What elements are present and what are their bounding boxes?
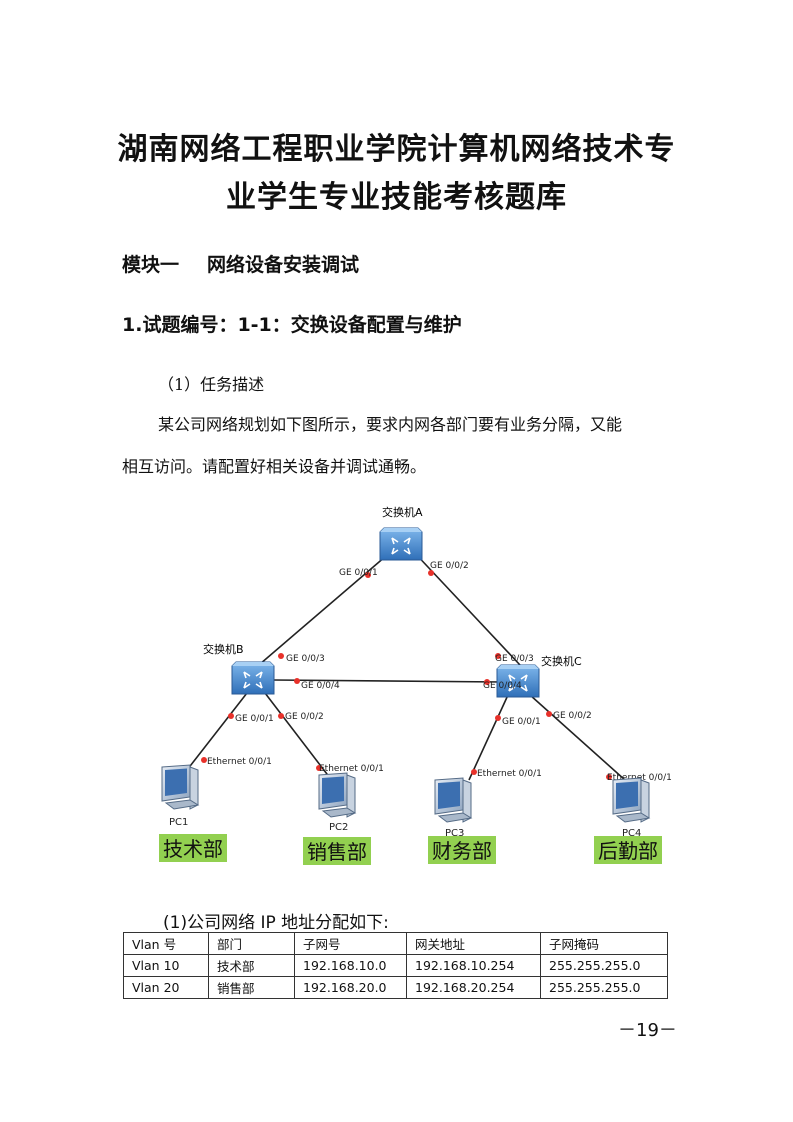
header-cell: 子网号 xyxy=(294,932,407,955)
network-topology-diagram: 交换机A 交换机B 交换机C GE 0/0/1 GE 0/0/2 GE 0/0/… xyxy=(159,505,672,865)
table-cell: 192.168.10.254 xyxy=(406,954,541,977)
switch-c-label: 交换机C xyxy=(541,654,582,668)
link-b-c xyxy=(272,679,504,683)
port-dot xyxy=(294,678,300,684)
item-heading: 1.试题编号：1-1：交换设备配置与维护 xyxy=(122,314,462,336)
task-heading: （1）任务描述 xyxy=(158,375,265,394)
port-dot xyxy=(546,711,552,717)
dept-bg-logistics xyxy=(594,836,662,864)
module-title: 网络设备安装调试 xyxy=(207,254,360,276)
pc4 xyxy=(612,777,651,823)
port-label-pc3-eth: Ethernet 0/0/1 xyxy=(477,769,542,779)
link-b-pc2 xyxy=(264,692,331,779)
computer-icon xyxy=(612,777,651,823)
task-description-line1: 某公司网络规划如下图所示，要求内网各部门要有业务分隔，又能 xyxy=(158,415,623,434)
pc1-label: PC1 xyxy=(169,817,188,828)
table-cell: Vlan 20 xyxy=(123,976,209,999)
port-label-c-1: GE 0/0/1 xyxy=(502,717,541,727)
switch-b-label: 交换机B xyxy=(203,642,244,656)
header-cell: 部门 xyxy=(208,932,295,955)
link-a-c xyxy=(411,549,521,666)
switch-a xyxy=(379,527,423,561)
table-cell: 192.168.20.254 xyxy=(406,976,541,999)
switch-icon xyxy=(391,537,411,555)
pc1 xyxy=(161,764,200,810)
port-label-c-3: GE 0/0/3 xyxy=(495,654,534,664)
port-dot xyxy=(228,713,234,719)
table-cell: 销售部 xyxy=(208,976,295,999)
computer-icon xyxy=(434,777,473,823)
port-dot xyxy=(606,774,612,780)
table-cell: 192.168.20.0 xyxy=(294,976,407,999)
switch-c xyxy=(496,664,540,698)
port-dot xyxy=(316,765,322,771)
switch-a-label: 交换机A xyxy=(382,505,423,519)
link-c-pc4 xyxy=(529,694,626,781)
header-cell: 网关地址 xyxy=(406,932,541,955)
port-dot xyxy=(471,769,477,775)
computer-icon xyxy=(318,772,357,818)
ip-allocation-table: Vlan 号 部门 子网号 网关地址 子网掩码 Vlan 10 技术部 192.… xyxy=(123,932,668,999)
dept-bg-finance xyxy=(428,836,496,864)
port-label-pc1-eth: Ethernet 0/0/1 xyxy=(207,757,272,767)
table-header-row: Vlan 号 部门 子网号 网关地址 子网掩码 xyxy=(123,932,668,955)
port-label-a-1: GE 0/0/1 xyxy=(339,568,378,578)
page-number: －19－ xyxy=(618,1020,677,1041)
table-cell: 技术部 xyxy=(208,954,295,977)
table-row: Vlan 10 技术部 192.168.10.0 192.168.10.254 … xyxy=(123,954,668,977)
port-dot xyxy=(495,653,501,659)
table-cell: 192.168.10.0 xyxy=(294,954,407,977)
document-title-line2: 业学生专业技能考核题库 xyxy=(226,180,567,215)
port-dot xyxy=(365,572,371,578)
link-c-pc3 xyxy=(468,694,509,781)
port-label-c-4: GE 0/0/4 xyxy=(483,681,522,691)
header-cell: 子网掩码 xyxy=(540,932,668,955)
links xyxy=(186,549,626,781)
dept-logistics: 后勤部 xyxy=(598,839,658,863)
port-label-b-2: GE 0/0/2 xyxy=(285,712,324,722)
task-description-line2: 相互访问。请配置好相关设备并调试通畅。 xyxy=(122,457,427,476)
link-a-b xyxy=(252,549,394,671)
port-dot xyxy=(278,653,284,659)
port-dot xyxy=(201,757,207,763)
computer-icon xyxy=(161,764,200,810)
module-heading: 模块一 网络设备安装调试 xyxy=(122,250,359,277)
pc2 xyxy=(318,772,357,818)
table-cell: 255.255.255.0 xyxy=(540,976,668,999)
dept-tech: 技术部 xyxy=(163,837,223,861)
dept-bg-sales xyxy=(303,837,371,865)
switch-icon xyxy=(508,674,528,692)
switch-b xyxy=(231,661,275,695)
port-label-b-3: GE 0/0/3 xyxy=(286,654,325,664)
table-row: Vlan 20 销售部 192.168.20.0 192.168.20.254 … xyxy=(123,976,668,999)
port-dot xyxy=(484,679,490,685)
table-cell: 255.255.255.0 xyxy=(540,954,668,977)
document-title-line1: 湖南网络工程职业学院计算机网络技术专 xyxy=(117,132,676,167)
switch-icon xyxy=(243,671,263,689)
dept-bg-tech xyxy=(159,834,227,862)
header-cell: Vlan 号 xyxy=(123,932,209,955)
port-label-b-4: GE 0/0/4 xyxy=(301,681,340,691)
pc4-label: PC4 xyxy=(622,828,641,839)
table-cell: Vlan 10 xyxy=(123,954,209,977)
pc3 xyxy=(434,777,473,823)
port-label-c-2: GE 0/0/2 xyxy=(553,711,592,721)
port-dots xyxy=(201,570,612,780)
port-dot xyxy=(495,715,501,721)
port-label-a-2: GE 0/0/2 xyxy=(430,561,469,571)
link-b-pc1 xyxy=(186,692,248,771)
port-dot xyxy=(428,570,434,576)
pc2-label: PC2 xyxy=(329,822,348,833)
dept-sales: 销售部 xyxy=(307,840,367,864)
pc3-label: PC3 xyxy=(445,828,464,839)
dept-finance: 财务部 xyxy=(432,839,492,863)
port-dot xyxy=(278,713,284,719)
module-number: 模块一 xyxy=(122,254,180,276)
department-labels: 技术部 销售部 财务部 后勤部 xyxy=(159,834,662,865)
port-label-pc2-eth: Ethernet 0/0/1 xyxy=(319,764,384,774)
port-label-b-1: GE 0/0/1 xyxy=(235,714,274,724)
ip-table-caption: (1)公司网络 IP 地址分配如下: xyxy=(163,913,389,933)
